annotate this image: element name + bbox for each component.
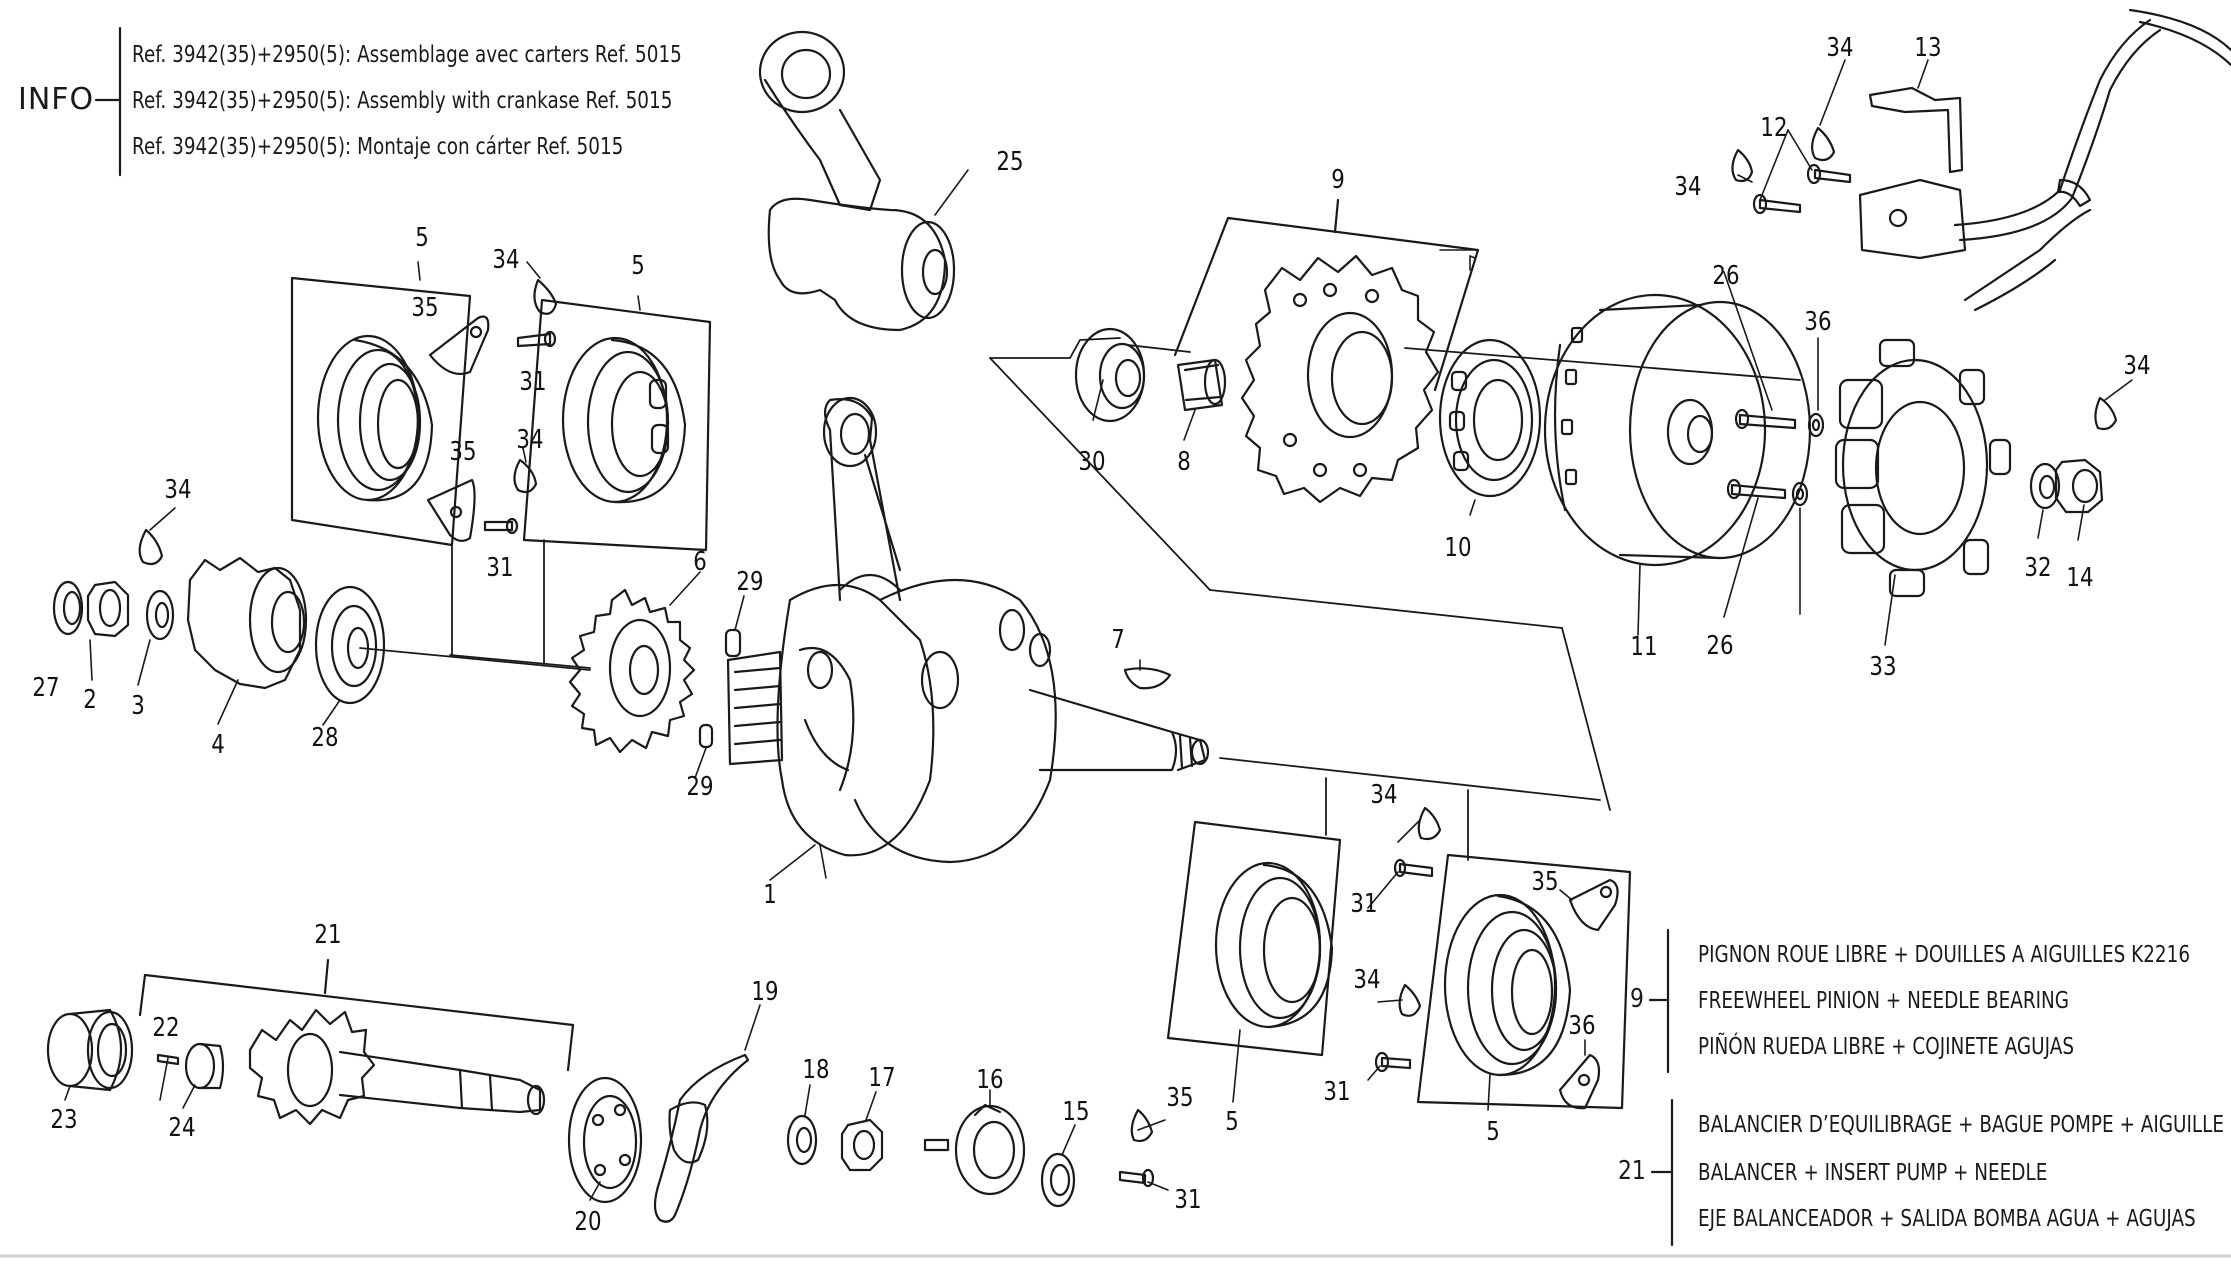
legend-21-line-fr: BALANCIER D’EQUILIBRAGE + BAGUE POMPE + … (1698, 1112, 2225, 1138)
balancer-group (46, 1008, 1076, 1223)
part-ref-35: 35 (1531, 867, 1559, 897)
part-ref-26: 26 (1712, 261, 1740, 291)
part-ref-23: 23 (50, 1105, 78, 1135)
part-ref-15: 15 (1062, 1097, 1090, 1127)
pickup-13-assembly (1752, 8, 2231, 312)
part-ref-31: 31 (1350, 889, 1378, 919)
part-ref-14: 14 (2066, 563, 2094, 593)
part-ref-34: 34 (164, 475, 192, 505)
part-ref-28: 28 (311, 723, 339, 753)
info-line-fr: Ref. 3942(35)+2950(5): Assemblage avec c… (132, 42, 682, 68)
part-ref-24: 24 (168, 1113, 196, 1143)
rotor-11 (1543, 293, 1812, 567)
part-ref-11: 11 (1630, 632, 1658, 662)
freewheel-group (1074, 254, 1542, 504)
screws-26-washers-36 (1726, 408, 1825, 507)
part-ref-19: 19 (751, 977, 779, 1007)
part-ref-7: 7 (1111, 625, 1125, 655)
clip-35-parts (426, 315, 1619, 1110)
bracket-21 (138, 958, 575, 1072)
part-ref-27: 27 (32, 673, 60, 703)
part-ref-9: 9 (1331, 165, 1345, 195)
leader-lines (64, 59, 2133, 1201)
legend-brackets (1648, 928, 1674, 1247)
part-ref-34: 34 (2123, 351, 2151, 381)
part-ref-34: 34 (1353, 965, 1381, 995)
info-line-es: Ref. 3942(35)+2950(5): Montaje con cárte… (132, 134, 624, 160)
part-ref-36: 36 (1804, 307, 1832, 337)
part-ref-8: 8 (1177, 447, 1191, 477)
part-ref-13: 13 (1914, 33, 1942, 63)
part-ref-25: 25 (996, 147, 1024, 177)
crankshaft-1 (726, 396, 1210, 864)
part-ref-6: 6 (693, 547, 707, 577)
legend-21-line-en: BALANCER + INSERT PUMP + NEEDLE (1698, 1160, 2048, 1186)
part-ref-29: 29 (686, 772, 714, 802)
washer-32-nut-14 (2029, 458, 2104, 514)
bearing-box-lower-right (1443, 893, 1572, 1077)
part-ref-30: 30 (1078, 447, 1106, 477)
part-ref-34: 34 (492, 245, 520, 275)
part-ref-20: 20 (574, 1207, 602, 1237)
part-ref-34: 34 (1370, 780, 1398, 810)
bracket-9 (1173, 198, 1480, 392)
part-ref-34: 34 (516, 425, 544, 455)
assembly-guide-lines (359, 337, 1801, 861)
part-ref-35: 35 (1166, 1083, 1194, 1113)
part-ref-2: 2 (83, 685, 97, 715)
part-ref-5: 5 (415, 223, 429, 253)
part-ref-34: 34 (1674, 172, 1702, 202)
part-ref-35: 35 (449, 437, 477, 467)
bearing-box-lower-left (1214, 861, 1334, 1029)
pins-29 (698, 628, 742, 749)
left-shaft-parts (52, 556, 386, 705)
part-ref-3: 3 (131, 691, 145, 721)
part-ref-29: 29 (736, 567, 764, 597)
legend-9-line-es: PIÑÓN RUEDA LIBRE + COJINETE AGUJAS (1698, 1034, 2075, 1060)
bearing-frames (290, 276, 1632, 1110)
info-line-en: Ref. 3942(35)+2950(5): Assembly with cra… (132, 88, 673, 114)
part-ref-33: 33 (1869, 652, 1897, 682)
legend-9-line-en: FREEWHEEL PINION + NEEDLE BEARING (1698, 988, 2070, 1014)
key-7 (1123, 667, 1172, 690)
part-ref-1: 1 (763, 880, 777, 910)
part-ref-16: 16 (976, 1065, 1004, 1095)
part-ref-31: 31 (1323, 1077, 1351, 1107)
part-ref-10: 10 (1444, 533, 1472, 563)
screws-31 (483, 330, 1434, 1188)
part-ref-31: 31 (519, 367, 547, 397)
gear-6 (568, 588, 696, 754)
part-ref-31: 31 (486, 553, 514, 583)
bearing-box-left (316, 334, 434, 502)
part-ref-26: 26 (1706, 631, 1734, 661)
part-ref-17: 17 (868, 1063, 896, 1093)
part-ref-35: 35 (411, 293, 439, 323)
part-ref-5: 5 (631, 251, 645, 281)
part-ref-34: 34 (1826, 33, 1854, 63)
part-ref-12: 12 (1760, 113, 1788, 143)
part-ref-22: 22 (152, 1013, 180, 1043)
part-ref-21: 21 (314, 920, 342, 950)
legend-ref-21: 21 (1618, 1156, 1646, 1186)
info-label: INFO (18, 82, 95, 117)
bearing-box-mid (561, 336, 687, 504)
part-ref-36: 36 (1568, 1011, 1596, 1041)
info-bracket (94, 26, 122, 177)
part-ref-18: 18 (802, 1055, 830, 1085)
part-ref-4: 4 (211, 730, 225, 760)
legend-ref-9: 9 (1630, 984, 1644, 1014)
part-ref-31: 31 (1174, 1185, 1202, 1215)
part-ref-5: 5 (1225, 1107, 1239, 1137)
conrod-25 (758, 30, 956, 332)
legend-21-line-es: EJE BALANCEADOR + SALIDA BOMBA AGUA + AG… (1698, 1206, 2196, 1232)
part-ref-5: 5 (1486, 1117, 1500, 1147)
stator-33 (1834, 338, 2012, 598)
legend-9-line-fr: PIGNON ROUE LIBRE + DOUILLES A AIGUILLES… (1698, 942, 2191, 968)
part-ref-32: 32 (2024, 553, 2052, 583)
